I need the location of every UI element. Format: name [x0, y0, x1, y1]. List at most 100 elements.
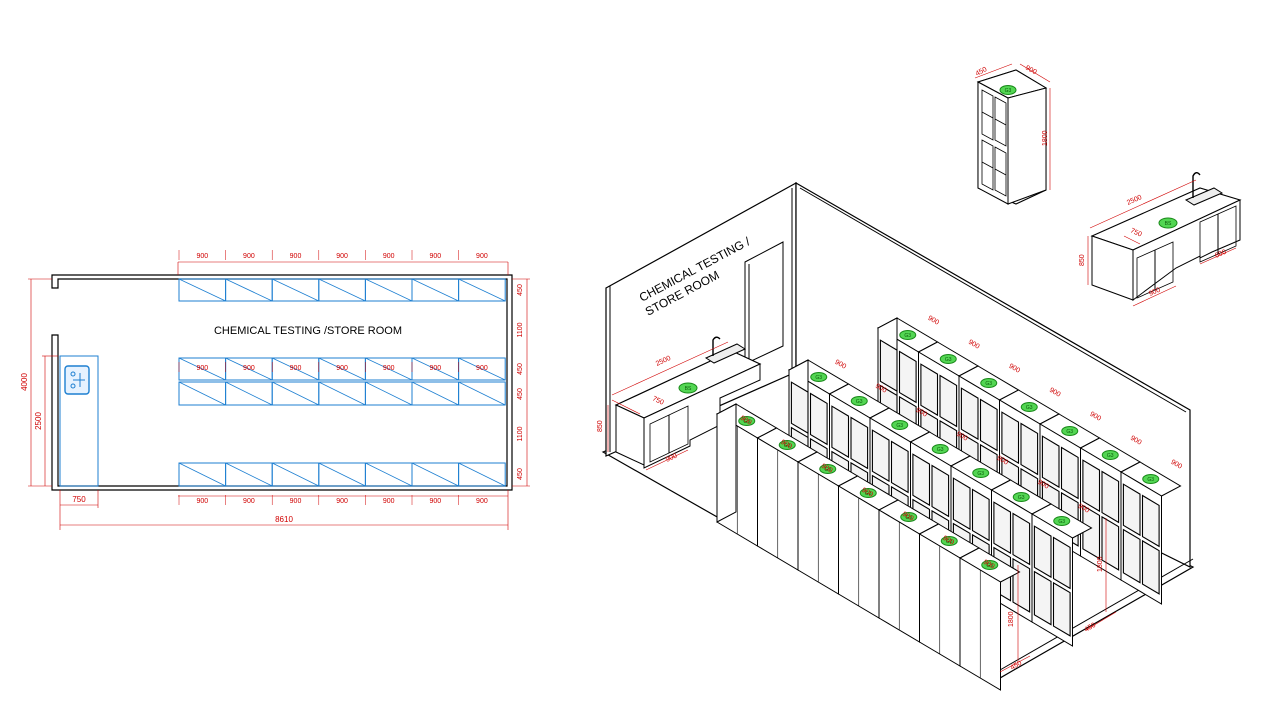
plan-cabinet-door-swing: [365, 278, 413, 302]
plan-cabinet-door-swing: [272, 357, 319, 381]
plan-cabinet-door-swing: [458, 462, 506, 487]
detail-bench-unit-b: 600: [1214, 249, 1228, 260]
iso-cabinet-badge: [859, 488, 877, 498]
iso-cabinet-badge-label: G3: [986, 563, 993, 569]
plan-cabinet-width-label: 900: [429, 253, 441, 260]
plan-dimension-lines: [28, 261, 530, 530]
plan-cabinet-door-swing: [365, 381, 413, 406]
isometric-view: CHEMICAL TESTING / STORE ROOM BS 2500 75…: [597, 181, 1195, 691]
sink-icon: [64, 365, 90, 395]
svg-text:BS: BS: [685, 386, 692, 392]
iso-cabinet: G3 900: [1079, 435, 1143, 581]
plan-cabinet-width-label: 900: [196, 253, 208, 260]
iso-cabinet-width-label: 900: [1077, 503, 1091, 515]
iso-cabinet-badge: [1142, 474, 1160, 484]
plan-cabinet: [458, 381, 506, 406]
iso-dim-cabinet-height-a: 1800: [1097, 556, 1104, 572]
iso-cabinet-width-label: 900: [1036, 479, 1050, 491]
plan-depth-label: 450: [517, 468, 524, 480]
iso-bench: BS: [614, 336, 762, 469]
iso-cabinet-width-label: 900: [1169, 459, 1183, 471]
plan-cabinet: [458, 462, 506, 487]
iso-dim-bench-height: 850: [597, 420, 604, 432]
iso-cabinet-badge: [1053, 516, 1071, 526]
detail-bench-height: 850: [1079, 254, 1086, 266]
iso-cabinet-badge-label: G3: [905, 515, 912, 521]
plan-cabinet-width-label: 900: [336, 365, 348, 372]
plan-cabinet-door-swing: [318, 462, 366, 487]
detail-bench-unit-a: 900: [1148, 287, 1162, 298]
plan-cabinet-door-swing: [458, 357, 506, 381]
plan-cabinet-door-swing: [272, 462, 319, 487]
iso-cabinet-badge-label: G3: [1026, 405, 1033, 411]
iso-dim-cabinet-depth-a: 450: [1010, 660, 1024, 672]
iso-cabinet-badge-label: G3: [1147, 477, 1154, 483]
plan-room-label: CHEMICAL TESTING /STORE ROOM: [214, 325, 402, 337]
iso-cabinet-badge: [981, 560, 999, 570]
iso-cabinet-badge-label: G3: [896, 423, 903, 429]
iso-cabinet-badge-label: G3: [1066, 429, 1073, 435]
plan-dim-bench-height: 2500: [34, 412, 43, 430]
iso-cabinet-badge: [891, 420, 909, 430]
plan-dim-total-length: 8610: [275, 515, 293, 524]
plan-cabinet-width-label: 900: [196, 498, 208, 505]
plan-cabinet-width-label: 900: [243, 365, 255, 372]
iso-cabinet-badge: [1061, 426, 1079, 436]
plan-cabinet-door-swing: [318, 381, 366, 406]
plan-cabinet-width-label: 900: [290, 365, 302, 372]
iso-cabinet-badge-label: G3: [945, 357, 952, 363]
detail-bench-depth: 750: [1129, 227, 1143, 238]
plan-cabinet-width-label: 900: [290, 498, 302, 505]
iso-cabinet-badge-label: G3: [946, 539, 953, 545]
plan-cabinet-door-swing: [225, 462, 273, 487]
iso-cabinet-badge: [1101, 450, 1119, 460]
iso-cabinet-width-label: 900: [739, 415, 753, 427]
iso-cabinet-badge: [899, 330, 917, 340]
iso-cabinet-badge-label: G3: [815, 375, 822, 381]
iso-cabinet-badge: [850, 396, 868, 406]
plan-dim-total-height: 4000: [20, 373, 29, 391]
plan-cabinet-door-swing: [178, 278, 226, 302]
iso-bench-dimensions: [607, 341, 729, 471]
iso-cabinet-width-label: 900: [1129, 435, 1143, 447]
plan-cabinet-door-swing: [411, 357, 459, 381]
iso-cabinet-width-label: 900: [915, 407, 929, 419]
iso-cabinet-badge: [738, 416, 756, 426]
iso-cabinet-badge: [940, 536, 958, 546]
iso-cabinet-badge-label: G3: [1107, 453, 1114, 459]
iso-cabinet-badge-label: G3: [977, 471, 984, 477]
iso-cabinet-width-label: 900: [1048, 387, 1062, 399]
iso-dim-bench-depth: 750: [651, 395, 665, 406]
plan-cabinet-width-label: 900: [429, 498, 441, 505]
iso-cabinet-width-label: 900: [874, 383, 888, 395]
plan-cabinet-width-label: 900: [476, 365, 488, 372]
detail-cab-depth: 450: [975, 66, 989, 78]
plan-cabinet-door-swing: [411, 462, 459, 487]
iso-cabinet-width-label: 900: [860, 487, 874, 499]
iso-cabinet-badge-label: G3: [824, 467, 831, 473]
iso-dim-bench-unit: 900: [665, 452, 679, 463]
detail-bench: BS 2500 750 850 900 600: [1079, 172, 1242, 307]
plan-cabinet-door-swing: [178, 462, 226, 487]
iso-cabinet-rows: G3900G3900G3900G3900G3900G3900G3900G3900…: [715, 315, 1183, 691]
plan-depth-label: 450: [517, 388, 524, 400]
svg-text:G3: G3: [1005, 88, 1012, 94]
iso-cabinet-badge-label: G3: [904, 333, 911, 339]
plan-cabinet-door-swing: [411, 278, 459, 302]
plan-cabinet-door-swing: [178, 357, 226, 381]
plan-cabinet-width-label: 900: [476, 253, 488, 260]
iso-cabinet-width-label: 900: [955, 431, 969, 443]
detail-tall-cabinet: G3 450 900 1800: [975, 63, 1051, 205]
iso-cabinet-width-label: 900: [820, 463, 834, 475]
plan-cabinet-door-swing: [178, 381, 226, 406]
plan-cabinet-width-label: 900: [383, 253, 395, 260]
iso-cabinet-badge: [939, 354, 957, 364]
iso-cabinet-badge: [778, 440, 796, 450]
iso-cabinet-badge: [972, 468, 990, 478]
iso-cabinet-badge: [900, 512, 918, 522]
